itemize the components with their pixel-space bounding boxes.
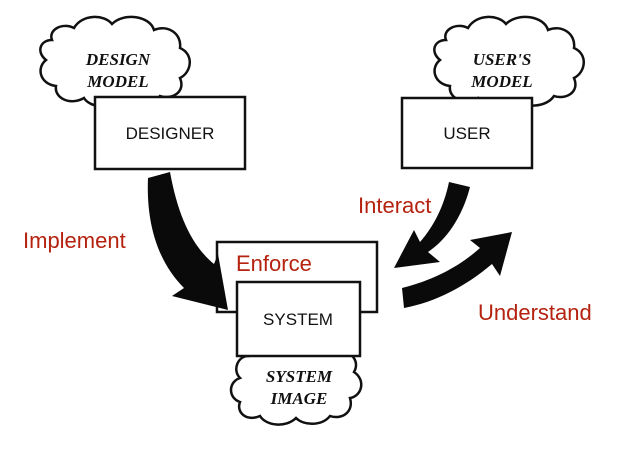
understand-arrow	[402, 232, 512, 308]
users-model-line-2: MODEL	[470, 72, 532, 91]
implement-label: Implement	[23, 228, 126, 253]
users-model-cloud: USER'S MODEL	[433, 15, 585, 108]
users-model-line-1: USER'S	[473, 50, 532, 69]
system-box: SYSTEM	[235, 280, 362, 358]
implement-arrow	[147, 172, 228, 310]
understand-label: Understand	[478, 300, 592, 325]
design-model-line-2: MODEL	[86, 72, 148, 91]
user-box: USER	[400, 96, 534, 170]
system-label: SYSTEM	[263, 310, 333, 329]
designer-label: DESIGNER	[126, 124, 215, 143]
enforce-label: Enforce	[236, 251, 312, 276]
design-model-cloud-shape	[39, 15, 191, 108]
system-image-line-1: SYSTEM	[266, 367, 333, 386]
design-model-line-1: DESIGN	[85, 50, 151, 69]
design-model-cloud: DESIGN MODEL	[39, 15, 191, 108]
designer-box-shape	[93, 95, 247, 171]
user-box-shape	[400, 96, 534, 170]
users-model-cloud-shape	[433, 15, 585, 108]
interact-arrow	[394, 182, 470, 268]
designer-box: DESIGNER	[93, 95, 247, 171]
interact-label: Interact	[358, 193, 431, 218]
user-label: USER	[443, 124, 490, 143]
system-box-shape	[235, 280, 362, 358]
system-image-line-2: IMAGE	[270, 389, 328, 408]
